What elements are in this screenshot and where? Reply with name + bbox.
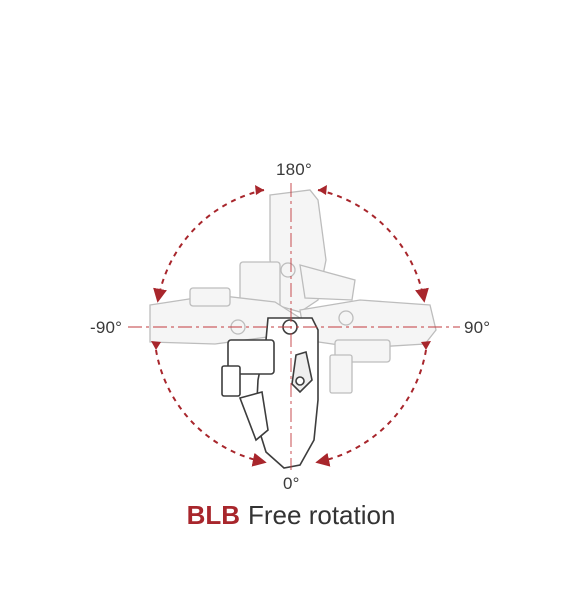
arrowhead-top-left (255, 185, 264, 195)
arrowhead-bottom-right (421, 341, 431, 350)
caption-brand: BLB (186, 500, 241, 530)
caption-text: Free rotation (248, 500, 396, 530)
arrowhead-bottom-left (151, 341, 161, 350)
center-axes (128, 183, 460, 470)
angle-label-bottom: 0° (283, 474, 300, 493)
angle-label-right: 90° (464, 318, 491, 337)
angle-label-left: -90° (90, 318, 123, 337)
arrowhead-top-right (318, 185, 327, 195)
angle-label-top: 180° (276, 160, 312, 179)
holster-ghost-left (149, 287, 302, 345)
arc-top-left (153, 189, 265, 303)
holster-ghost-180 (239, 189, 356, 313)
arc-start-arrows (151, 185, 431, 350)
arc-bottom-right (315, 349, 427, 467)
holster-main (221, 317, 319, 469)
arc-bottom-left (155, 349, 267, 467)
arc-top-right (317, 189, 429, 303)
rotation-arcs (153, 189, 429, 467)
holster-ghost-right (299, 299, 437, 394)
